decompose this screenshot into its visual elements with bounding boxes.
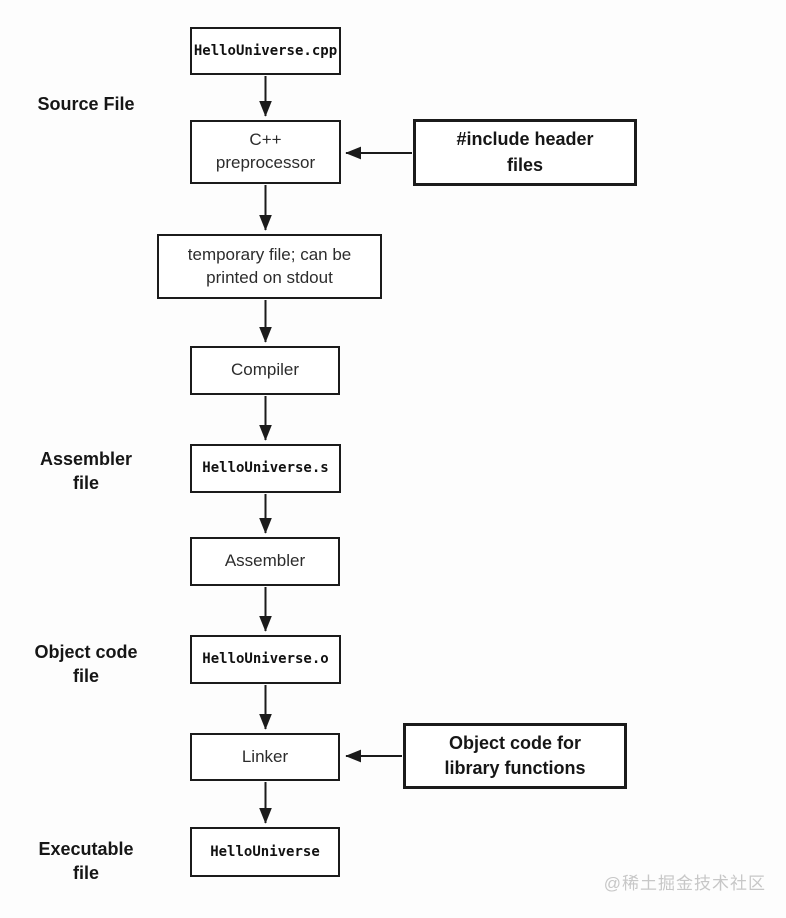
node-source-file-label: HelloUniverse.cpp: [193, 42, 338, 59]
node-object-file-label: HelloUniverse.o: [202, 651, 329, 668]
node-compiler: Compiler: [190, 346, 340, 395]
node-assembler: Assembler: [190, 537, 340, 586]
node-compiler-label: Compiler: [230, 360, 300, 380]
stage-label-object-code-file: Object code file: [34, 642, 138, 686]
node-linker: Linker: [190, 733, 340, 781]
stage-label-executable-file: Executable file: [38, 839, 134, 883]
node-preprocessor-label: C++ preprocessor: [215, 130, 316, 172]
node-assembler-label: Assembler: [224, 551, 306, 571]
node-preprocessor: C++ preprocessor: [190, 120, 341, 184]
node-assembler-file-label: HelloUniverse.s: [202, 460, 329, 477]
node-library-objects-label: Object code for library functions: [444, 732, 586, 778]
node-executable-file: HelloUniverse: [190, 827, 340, 877]
node-library-objects: Object code for library functions: [403, 723, 627, 789]
node-assembler-file: HelloUniverse.s: [190, 444, 341, 493]
stage-label-source-file: Source File: [37, 94, 135, 114]
node-include-headers-label: #include header files: [456, 129, 594, 175]
node-temp-file-label: temporary file; can be printed on stdout: [187, 244, 352, 287]
stage-label-assembler-file: Assembler file: [39, 449, 133, 493]
node-object-file: HelloUniverse.o: [190, 635, 341, 684]
node-linker-label: Linker: [241, 746, 289, 766]
node-source-file: HelloUniverse.cpp: [190, 27, 341, 75]
watermark-text: @稀土掘金技术社区: [603, 874, 766, 893]
node-executable-file-label: HelloUniverse: [210, 843, 320, 860]
node-temp-file: temporary file; can be printed on stdout: [157, 234, 382, 299]
node-include-headers: #include header files: [413, 119, 637, 186]
